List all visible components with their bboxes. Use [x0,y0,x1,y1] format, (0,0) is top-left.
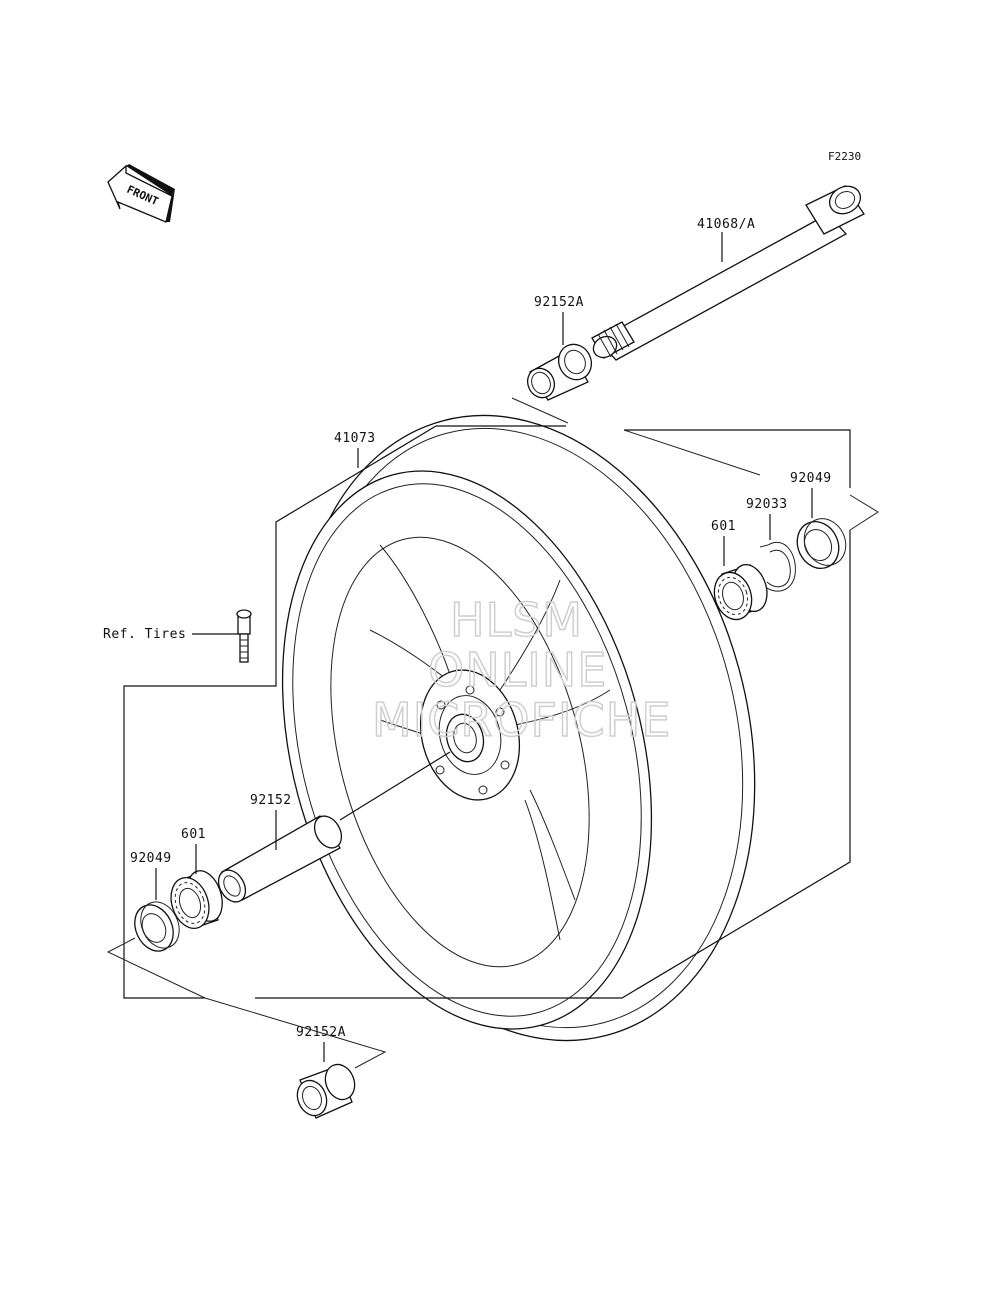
callout-axle: 41068/A [697,217,755,232]
callout-wheel: 41073 [334,431,376,446]
callout-circlip: 92033 [746,497,788,512]
callout-bearing-right: 601 [711,519,736,534]
ball-bearing-left [170,870,223,929]
collar-top [526,343,593,401]
front-axle [591,185,865,361]
callout-seal-left: 92049 [130,851,172,866]
watermark-line-3: MICROFICHE [372,693,671,747]
watermark: HLSM ONLINE MICROFICHE [371,592,671,748]
callout-spacer: 92152 [250,793,292,808]
diagram-code: F2230 [828,150,861,163]
watermark-line-1: HLSM [450,593,583,647]
callout-bearing-left: 601 [181,827,206,842]
wheel-rim [281,414,756,1042]
oil-seal-left [134,901,180,952]
watermark-line-2: ONLINE [428,643,607,697]
tire-valve [236,609,252,663]
callout-valve: Ref. Tires [103,627,186,642]
front-arrow-icon: FRONT [107,164,175,223]
callout-collar-top: 92152A [534,295,584,310]
callout-seal-right: 92049 [790,471,832,486]
oil-seal-right [796,518,847,569]
collar-bottom [296,1063,356,1119]
ball-bearing-right [713,563,768,621]
hub-spacer [217,815,343,903]
